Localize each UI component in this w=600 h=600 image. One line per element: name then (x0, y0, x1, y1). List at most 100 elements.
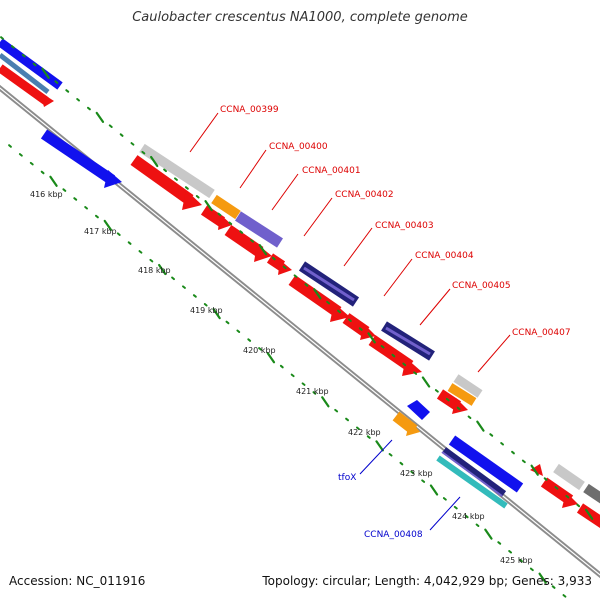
inner-tick-track-dot (127, 241, 132, 245)
inner-tick-track-dot (84, 206, 88, 210)
feature-ccna00400 (211, 194, 241, 220)
tick-label: 418 kbp (138, 266, 171, 275)
inner-tick-track-dot (203, 303, 208, 307)
inner-tick-track-dot (290, 373, 295, 378)
outer-tick-track-dot (150, 155, 159, 168)
gene-label-ccna00402: CCNA_00402 (335, 190, 394, 200)
tick-label: 416 kbp (30, 190, 63, 199)
outer-tick-track-dot (195, 195, 200, 199)
feature-tfox-blue (407, 400, 430, 420)
feature-ccna00399-cds-arrow (182, 190, 202, 210)
feature-ccna00407 (447, 383, 477, 406)
inner-tick-track-dot (95, 214, 99, 219)
outer-tick-track-dot (576, 503, 581, 508)
inner-tick-track-dot (519, 558, 523, 563)
outer-tick-track-dot (337, 309, 341, 314)
inner-tick-track-dot (356, 426, 360, 430)
outer-tick-track-dot (119, 133, 124, 137)
tick-label: 425 kbp (500, 556, 533, 565)
feature-ccna00401-cds-arrow (254, 244, 272, 262)
leader-ccna00399 (189, 112, 219, 153)
outer-tick-track-dot (543, 477, 548, 481)
inner-tick-track-dot (399, 461, 404, 466)
inner-tick-track-dot (345, 417, 349, 422)
outer-tick-track-dot (476, 420, 485, 432)
feature-tfox-arrow (406, 420, 420, 436)
outer-tick-track-dot (76, 98, 80, 102)
tick-label: 422 kbp (348, 428, 381, 437)
outer-tick-track-dot (584, 508, 594, 520)
outer-tick-track-dot (130, 142, 135, 146)
inner-tick-track-dot (212, 308, 221, 320)
outer-tick-track-dot (21, 53, 26, 58)
outer-tick-track-dot (434, 389, 439, 393)
leader-ccna00405 (419, 288, 451, 326)
outer-tick-track-dot (141, 150, 146, 155)
gene-label-ccna00401: CCNA_00401 (302, 166, 361, 176)
accession-text: Accession: NC_011916 (9, 574, 146, 588)
leader-tfox (359, 439, 393, 475)
gene-label-ccna00403: CCNA_00403 (375, 221, 434, 231)
outer-tick-track-dot (500, 442, 504, 446)
inner-tick-track-dot (421, 479, 426, 483)
gene-label-ccna00407: CCNA_00407 (512, 328, 571, 338)
feature-ccna00408-purple (441, 451, 503, 497)
outer-tick-track-dot (413, 371, 418, 375)
outer-tick-track-dot (204, 200, 213, 212)
outer-tick-track-dot (511, 450, 515, 455)
gene-label-ccna00405: CCNA_00405 (452, 281, 511, 291)
feature-ccna00399 (139, 143, 215, 199)
feature-ccna00400-cds-arrow (218, 214, 232, 230)
outer-tick-track-dot (467, 415, 472, 419)
feature-ccna00405-cds-arrow (402, 358, 422, 376)
feature-red-right-2 (576, 503, 600, 528)
map-title: Caulobacter crescentus NA1000, complete … (132, 10, 468, 25)
feature-ccna00407-gray (453, 374, 483, 398)
feature-red-partial (0, 64, 49, 105)
outer-tick-track-dot (326, 300, 331, 305)
inner-tick-track-dot (529, 567, 534, 572)
outer-tick-track-dot (41, 67, 50, 79)
inner-tick-track-dot (116, 232, 121, 236)
feature-ccna00407-cds-arrow (452, 398, 468, 414)
leader-ccna00401 (271, 173, 299, 211)
gene-label-ccna00404: CCNA_00404 (415, 251, 474, 261)
inner-tick-track-dot (279, 364, 284, 369)
feature-red-partial-arrow (40, 92, 54, 107)
inner-tick-track-dot (301, 382, 306, 386)
outer-tick-track-dot (304, 283, 309, 287)
inner-tick-track-dot (225, 320, 230, 325)
inner-tick-track-dot (236, 329, 241, 333)
inner-tick-track-dot (18, 153, 23, 157)
outer-tick-track-dot (421, 376, 431, 388)
outer-tick-track-dot (163, 168, 167, 173)
feature-ccna00401-cds (224, 225, 264, 257)
outer-tick-track-dot (32, 62, 37, 67)
inner-tick-track-dot (484, 528, 493, 540)
feature-blue-partial (0, 38, 63, 90)
inner-tick-track-dot (551, 585, 556, 589)
outer-tick-track-dot (271, 256, 276, 261)
outer-tick-track-dot (65, 89, 70, 93)
inner-tick-track-dot (312, 391, 317, 395)
outer-tick-track-dot (258, 244, 268, 256)
feature-ccna00400-cds (200, 205, 226, 227)
outer-tick-track-dot (358, 327, 363, 331)
inner-tick-track-dot (247, 338, 252, 342)
inner-tick-track-dot (40, 170, 45, 175)
inner-tick-track-dot (62, 188, 67, 192)
inner-tick-track-dot (171, 276, 175, 281)
feature-ccna00399-cds (130, 155, 194, 205)
outer-tick-track-dot (108, 124, 113, 128)
outer-tick-track-dot (402, 362, 407, 367)
feature-ccna00408 (436, 455, 508, 509)
outer-tick-track-dot (174, 177, 178, 181)
outer-tick-track-dot (445, 397, 450, 402)
outer-tick-track-dot (239, 230, 244, 234)
outer-tick-track-dot (217, 212, 222, 217)
outer-tick-track-dot (391, 353, 396, 358)
outer-tick-track-dot (184, 186, 189, 190)
feature-ccna00404-inner (385, 326, 431, 356)
feature-ccna00405-cds (368, 335, 414, 371)
